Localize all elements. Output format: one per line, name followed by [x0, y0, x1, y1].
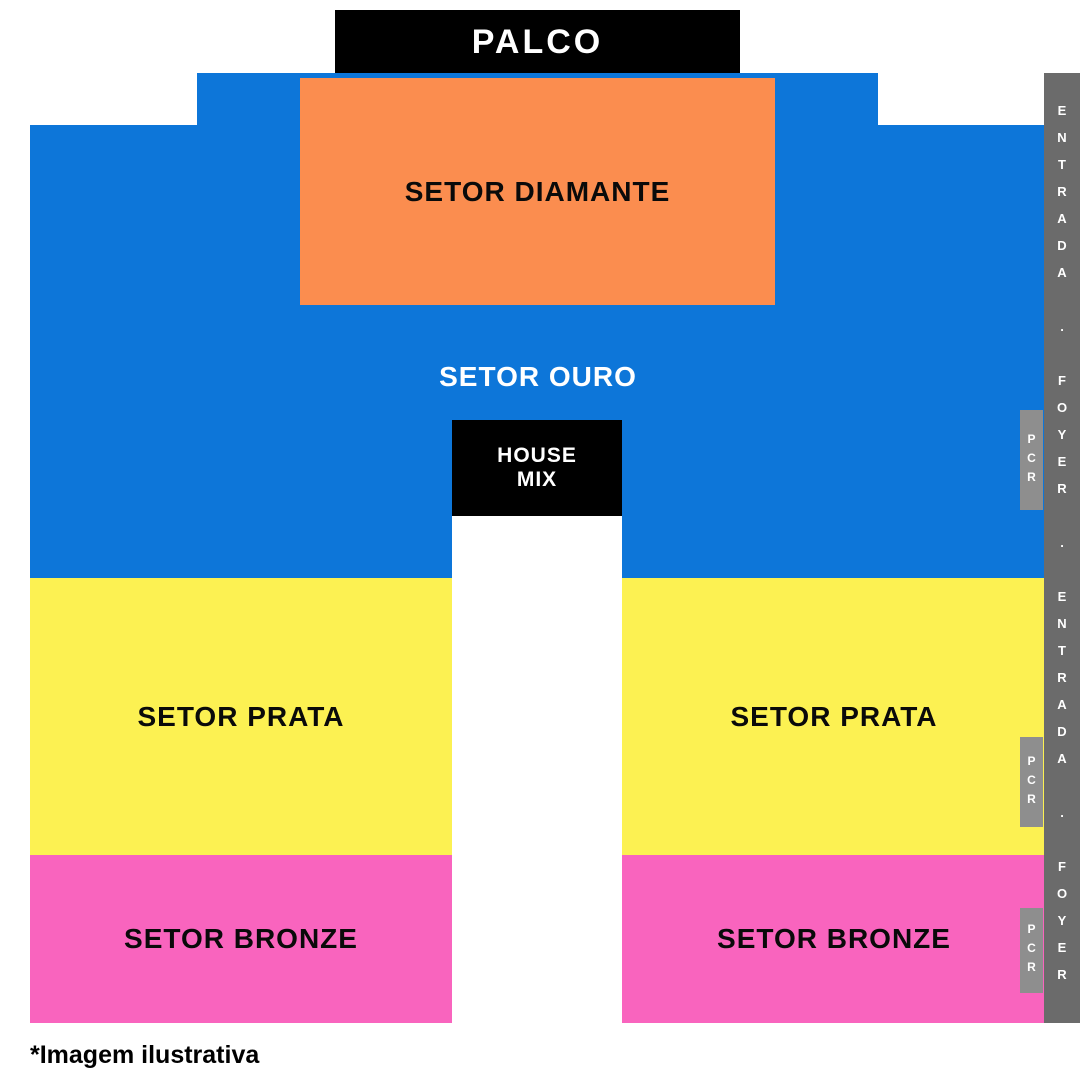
- sector-prata-left-label: SETOR PRATA: [137, 700, 345, 732]
- pcr-box-3-label: PCR: [1024, 922, 1039, 979]
- entrance-foyer-strip: ENTRADA . FOYER . ENTRADA . FOYER: [1044, 73, 1080, 1023]
- illustrative-image-footnote: *Imagem ilustrativa: [30, 1041, 260, 1069]
- house-mix-booth: HOUSE MIX: [452, 420, 622, 516]
- pcr-box-1-label: PCR: [1024, 431, 1039, 489]
- sector-ouro-label: SETOR OURO: [439, 361, 637, 392]
- entrance-foyer-label: ENTRADA . FOYER . ENTRADA . FOYER: [1054, 102, 1070, 994]
- sector-diamante: SETOR DIAMANTE: [300, 78, 775, 305]
- sector-bronze-left-label: SETOR BRONZE: [124, 923, 358, 954]
- sector-prata-right-label: SETOR PRATA: [730, 700, 938, 732]
- sector-diamante-label: SETOR DIAMANTE: [404, 175, 671, 207]
- house-mix-line1: HOUSE: [497, 443, 577, 467]
- pcr-box-1: PCR: [1020, 410, 1043, 510]
- sector-prata-left: SETOR PRATA: [30, 578, 452, 855]
- pcr-box-2: PCR: [1020, 737, 1043, 827]
- pcr-box-3: PCR: [1020, 908, 1043, 993]
- sector-ouro-label-band: SETOR OURO: [30, 356, 1046, 398]
- pcr-box-2-label: PCR: [1024, 753, 1039, 811]
- house-mix-line2: MIX: [516, 468, 558, 491]
- sector-bronze-left: SETOR BRONZE: [30, 855, 452, 1023]
- sector-bronze-right-label: SETOR BRONZE: [717, 923, 951, 954]
- stage: PALCO: [335, 10, 740, 74]
- sector-prata-right: SETOR PRATA: [622, 578, 1046, 855]
- sector-bronze-right: SETOR BRONZE: [622, 855, 1046, 1023]
- center-aisle: [452, 516, 622, 578]
- stage-label: PALCO: [471, 22, 604, 61]
